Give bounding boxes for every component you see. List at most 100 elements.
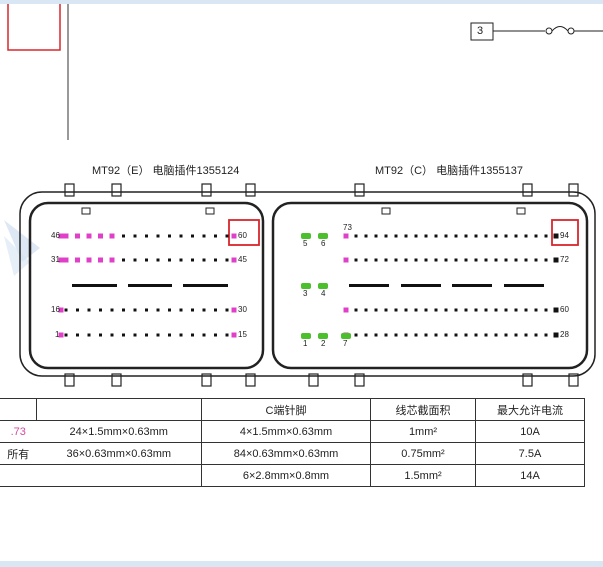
pin-dot [122, 234, 125, 238]
pin-dot [354, 234, 358, 238]
pin-dot [384, 308, 388, 312]
pin-dot [63, 257, 69, 263]
connector-e-title: MT92（E） 电脑插件1355124 [92, 165, 240, 177]
pin-label-16: 16 [51, 305, 60, 314]
pin-dot [504, 333, 508, 337]
pin-dot [156, 308, 160, 312]
pin-dot [133, 333, 137, 337]
pin-dot [179, 308, 183, 312]
pin-dot [544, 333, 548, 337]
pin-dot [414, 234, 418, 238]
pin-dot [354, 333, 358, 337]
pin-dot [484, 308, 488, 312]
table-cell: 1mm² [370, 420, 476, 443]
pin-dot [464, 333, 468, 337]
pin-dot [514, 333, 518, 337]
pin-dot [454, 333, 458, 337]
pin-dot [494, 258, 498, 262]
table-cell: 10A [475, 420, 585, 443]
pin-dot [86, 257, 92, 263]
pin-dot [214, 258, 217, 262]
pin-dot [225, 308, 229, 312]
pin-dot [444, 333, 448, 337]
pin-dot [364, 258, 368, 262]
table-header: 线芯截面积 [370, 398, 476, 421]
green-pin [318, 283, 328, 289]
pin-dot [156, 234, 160, 238]
pin-dot [354, 308, 358, 312]
pin-dot [404, 308, 408, 312]
pin-dot [424, 333, 428, 337]
highlight-pin-94 [551, 219, 579, 246]
pin-dot [87, 308, 91, 312]
pin-dot [87, 333, 91, 337]
table-header [0, 398, 37, 421]
pin-dot [444, 258, 448, 262]
table-cell: 4×1.5mm×0.63mm [201, 420, 371, 443]
pin-dot [202, 308, 206, 312]
pin-dot [109, 233, 115, 239]
table-header: 最大允许电流 [475, 398, 585, 421]
pin-dot [133, 234, 137, 238]
terminal-circle-2 [567, 27, 575, 35]
highlight-pin-60 [228, 219, 260, 246]
pin-dot [76, 308, 79, 312]
pin-dot [474, 258, 478, 262]
pin-dot [145, 258, 148, 262]
pin-dot [444, 234, 448, 238]
pin-dot [494, 333, 498, 337]
pin-dot [524, 234, 528, 238]
separator-bars [72, 284, 544, 287]
connector-tabs [64, 183, 579, 387]
table-header-row: C端针脚 线芯截面积 最大允许电流 [0, 398, 585, 421]
pin-dot [524, 333, 528, 337]
pin-dot [168, 258, 171, 262]
pin-dot [191, 234, 194, 238]
pin-dot [191, 308, 194, 312]
pin-dot [354, 258, 358, 262]
pin-dot [534, 333, 538, 337]
table-row: 所有 36×0.63mm×0.63mm 84×0.63mm×0.63mm 0.7… [0, 442, 585, 465]
pin-dot [484, 333, 488, 337]
pin-dot [374, 308, 378, 312]
pin-label-45: 45 [238, 255, 247, 264]
table-cell: 84×0.63mm×0.63mm [201, 442, 371, 465]
pin-label-4: 4 [321, 289, 326, 298]
pin-dot [464, 308, 468, 312]
pin-dot [231, 233, 237, 239]
pin-dot [524, 308, 528, 312]
pin-dot [464, 258, 468, 262]
table-row: 6×2.8mm×0.8mm 1.5mm² 14A [0, 464, 585, 487]
pin-label-46: 46 [51, 231, 60, 240]
pin-dot [122, 258, 125, 262]
pin-dot [179, 234, 183, 238]
pin-label-72: 72 [560, 255, 569, 264]
pin-dot [343, 307, 349, 313]
pin-dot [374, 258, 378, 262]
key-marker-1 [81, 207, 91, 215]
pin-dot [494, 234, 498, 238]
pin-dot [191, 258, 194, 262]
pin-dot [424, 258, 428, 262]
pin-dot [524, 258, 528, 262]
pin-label-73: 73 [343, 223, 352, 232]
pin-dot [374, 333, 378, 337]
pin-dot [75, 257, 80, 263]
table-cell: 6×2.8mm×0.8mm [201, 464, 371, 487]
pin-dot [474, 333, 478, 337]
pin-dot [454, 308, 458, 312]
pin-label-6: 6 [321, 239, 326, 248]
pin-dot [434, 333, 438, 337]
pin-label-94: 94 [560, 231, 569, 240]
pin-dot [544, 308, 548, 312]
pin-dot [99, 333, 102, 337]
pin-dot [122, 308, 125, 312]
pin-dot [156, 258, 160, 262]
green-pin [318, 333, 328, 339]
watermark-chevron-2 [4, 236, 30, 276]
pin-dot [454, 234, 458, 238]
pin-dot [394, 258, 398, 262]
pin-label-15: 15 [238, 330, 247, 339]
pin-dot [98, 233, 103, 239]
key-marker-4 [516, 207, 526, 215]
